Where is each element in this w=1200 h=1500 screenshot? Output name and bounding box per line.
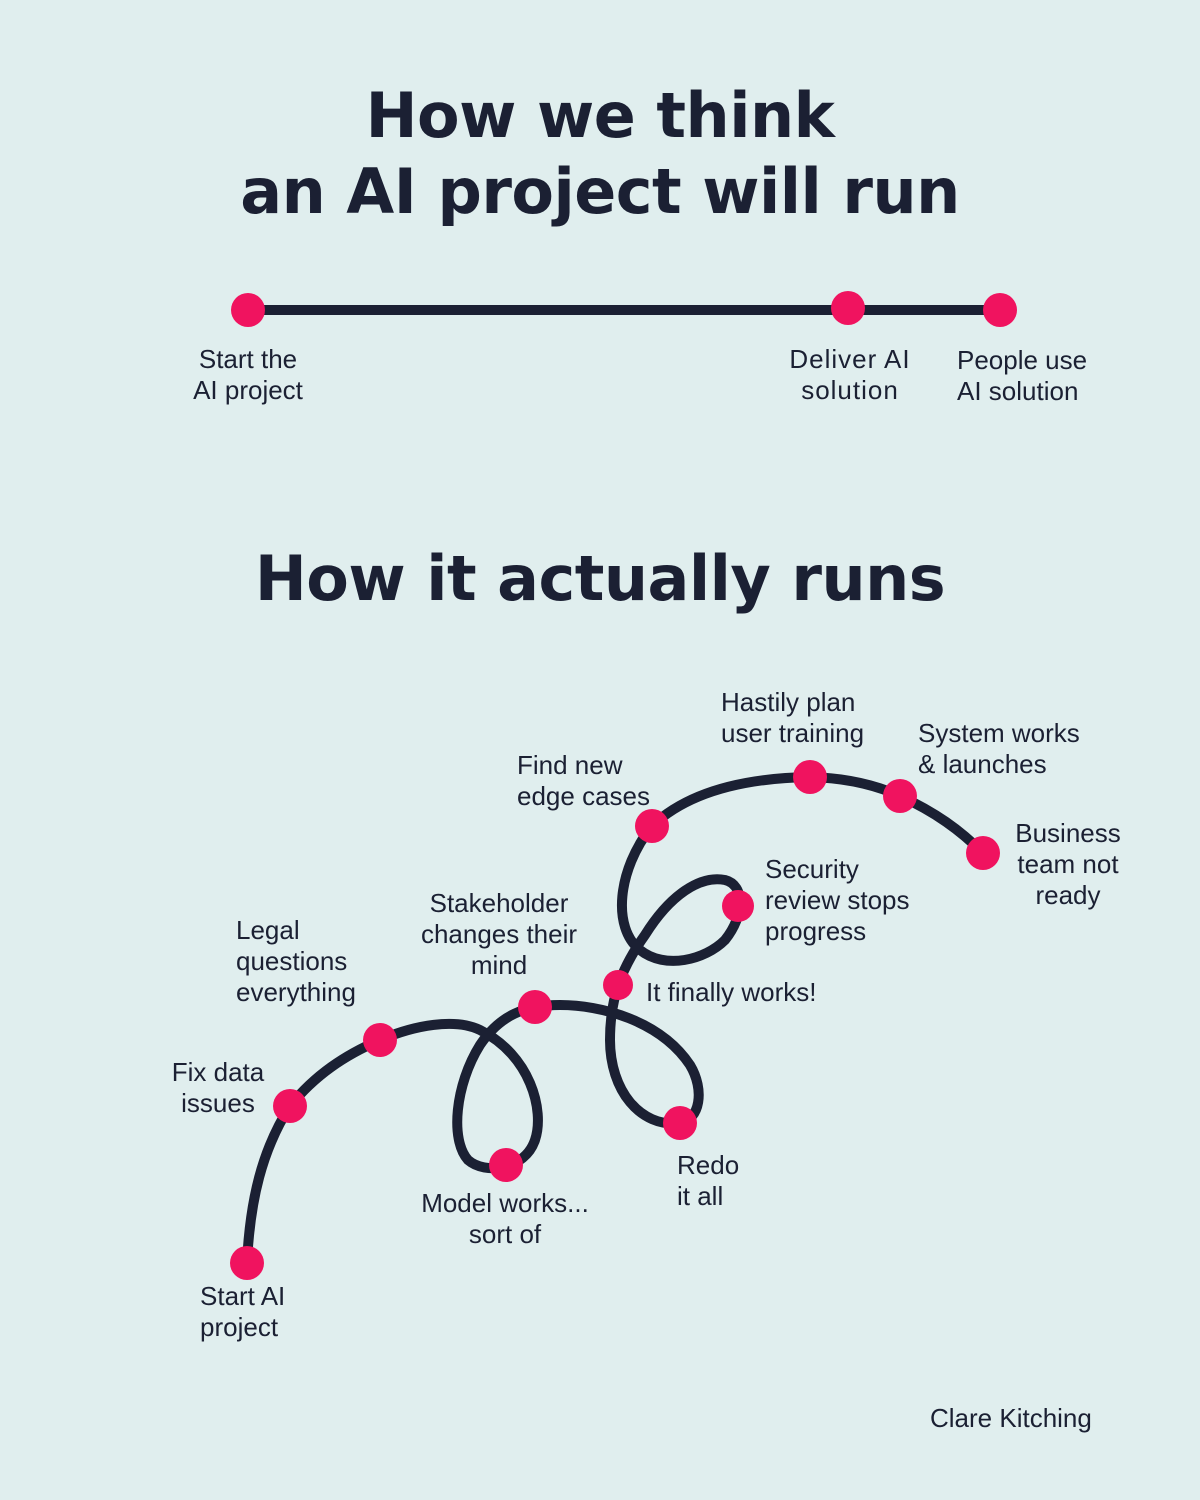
- actual-label-fix-data-line-1: Fix data: [171, 1057, 265, 1087]
- expected-milestone-dot-deliver: [831, 291, 865, 325]
- actual-milestone-label-redo: Redo it all: [677, 1150, 739, 1212]
- actual-label-security-line-2: review stops: [765, 885, 910, 915]
- actual-label-stakeholder-line-2: changes their: [420, 919, 578, 949]
- actual-path-line: [242, 772, 988, 1268]
- actual-label-stakeholder-line-1: Stakeholder: [429, 888, 569, 918]
- actual-milestone-label-training: Hastily plan user training: [721, 687, 864, 749]
- actual-milestone-dot-finally-works: [603, 970, 633, 1000]
- expected-milestone-label-start-line-2: AI project: [193, 375, 303, 405]
- actual-milestone-dot-model-works: [489, 1148, 523, 1182]
- actual-milestone-label-model-works: Model works... sort of: [405, 1188, 605, 1250]
- actual-milestone-dot-start: [230, 1246, 264, 1280]
- expected-milestone-label-use-line-2: AI solution: [957, 376, 1079, 406]
- actual-path-title: How it actually runs: [254, 542, 946, 615]
- actual-label-security-line-3: progress: [765, 916, 867, 946]
- actual-label-model-works-line-1: Model works...: [421, 1188, 589, 1218]
- actual-label-fix-data-line-2: issues: [181, 1088, 255, 1118]
- actual-milestone-dot-fix-data: [273, 1089, 307, 1123]
- actual-milestone-dot-stakeholder: [518, 990, 552, 1024]
- actual-label-legal-line-2: questions: [236, 946, 348, 976]
- author-credit: Clare Kitching: [930, 1403, 1092, 1433]
- actual-label-redo-line-2: it all: [677, 1181, 724, 1211]
- actual-milestone-label-launches: System works & launches: [918, 718, 1080, 780]
- actual-label-redo-line-1: Redo: [677, 1150, 740, 1180]
- actual-milestone-dot-legal: [363, 1023, 397, 1057]
- actual-milestone-dot-launches: [883, 779, 917, 813]
- expected-milestone-label-start-line-1: Start the: [198, 344, 298, 374]
- actual-milestone-label-business: Business team not ready: [1003, 818, 1133, 911]
- actual-milestone-dot-training: [793, 760, 827, 794]
- actual-label-launches-line-2: & launches: [918, 749, 1047, 779]
- actual-label-finally-works-line-1: It finally works!: [646, 977, 817, 1007]
- actual-label-launches-line-1: System works: [918, 718, 1080, 748]
- actual-label-security-line-1: Security: [765, 854, 859, 884]
- actual-milestone-label-fix-data: Fix data issues: [148, 1057, 288, 1119]
- expected-milestone-dot-use: [983, 293, 1017, 327]
- actual-label-business-line-2: team not: [1017, 849, 1119, 879]
- actual-label-start-line-2: project: [200, 1312, 279, 1342]
- actual-label-edge-cases-line-1: Find new: [517, 750, 623, 780]
- actual-milestone-label-start: Start AI project: [200, 1281, 285, 1343]
- actual-milestone-label-stakeholder: Stakeholder changes their mind: [404, 888, 594, 981]
- expected-milestone-label-start: Start the AI project: [168, 344, 328, 406]
- actual-milestone-label-security: Security review stops progress: [765, 854, 910, 947]
- actual-milestone-dot-redo: [663, 1106, 697, 1140]
- actual-label-training-line-1: Hastily plan: [721, 687, 856, 717]
- actual-milestone-dot-edge-cases: [635, 809, 669, 843]
- actual-label-training-line-2: user training: [721, 718, 865, 748]
- expected-milestone-label-deliver: Deliver AI solution: [770, 344, 930, 406]
- expected-title-line-1: How we think: [365, 79, 835, 152]
- expected-milestone-label-use: People use AI solution: [957, 345, 1087, 407]
- expected-milestone-label-deliver-line-2: solution: [801, 375, 899, 405]
- actual-milestone-label-edge-cases: Find new edge cases: [517, 750, 650, 812]
- expected-milestone-label-deliver-line-1: Deliver AI: [789, 344, 911, 374]
- actual-label-legal-line-1: Legal: [236, 915, 300, 945]
- actual-label-business-line-1: Business: [1015, 818, 1121, 848]
- expected-milestone-label-use-line-1: People use: [957, 345, 1088, 375]
- actual-label-edge-cases-line-2: edge cases: [517, 781, 650, 811]
- actual-label-stakeholder-line-3: mind: [470, 950, 528, 980]
- actual-label-business-line-3: ready: [1035, 880, 1101, 910]
- expected-timeline-title: How we think an AI project will run: [0, 78, 1200, 230]
- actual-label-start-line-1: Start AI: [200, 1281, 286, 1311]
- actual-label-legal-line-3: everything: [236, 977, 356, 1007]
- actual-milestone-dot-business: [966, 836, 1000, 870]
- expected-milestone-dot-start: [231, 293, 265, 327]
- actual-milestone-label-legal: Legal questions everything: [236, 915, 356, 1008]
- actual-label-model-works-line-2: sort of: [468, 1219, 542, 1249]
- actual-milestone-label-finally-works: It finally works!: [646, 977, 817, 1008]
- expected-title-line-2: an AI project will run: [240, 155, 960, 228]
- actual-milestone-dot-security: [722, 890, 754, 922]
